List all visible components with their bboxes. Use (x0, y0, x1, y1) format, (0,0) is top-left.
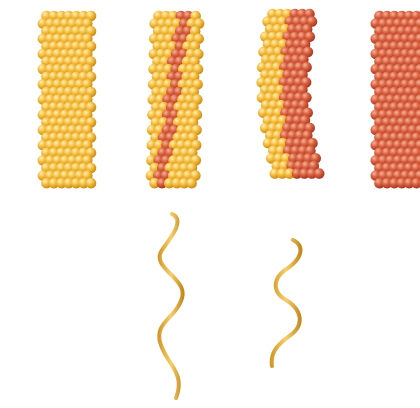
filament-helix-short (272, 240, 301, 366)
filament-row (63, 214, 398, 398)
filament-helix-wide (159, 214, 182, 398)
panel-bent-tube-red-half (256, 9, 324, 179)
panel-straight-red-tube (371, 11, 420, 189)
red-sphere (314, 168, 325, 179)
gold-sphere (186, 178, 197, 189)
gold-sphere (86, 178, 97, 189)
panel-straight-gold-tube (38, 11, 97, 189)
panel-twisted-tube-red-stripe (146, 11, 205, 189)
